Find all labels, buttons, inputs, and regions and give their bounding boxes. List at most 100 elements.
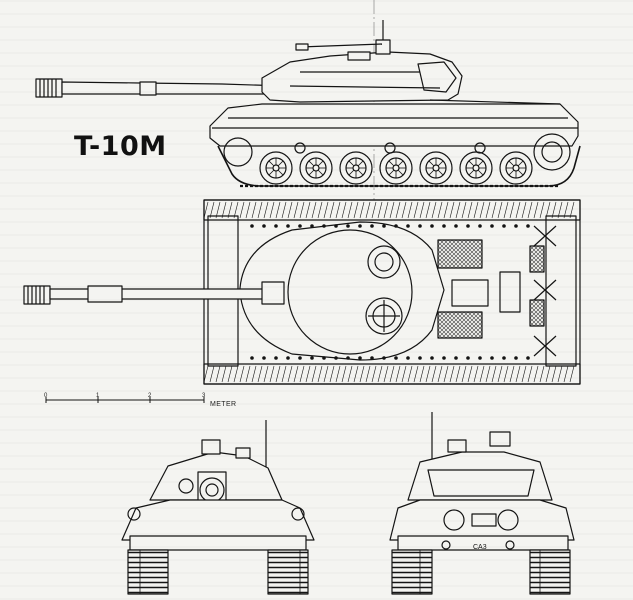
- hatch-line: [419, 201, 425, 219]
- hatch-line: [509, 201, 515, 219]
- fender-hatching: [203, 201, 575, 383]
- hatch-line: [395, 365, 401, 383]
- hatch-line: [281, 201, 287, 219]
- hatch-line: [431, 365, 437, 383]
- hatch-line: [251, 201, 257, 219]
- hatch-line: [233, 365, 239, 383]
- return-roller: [384, 142, 396, 154]
- hatch-line: [353, 201, 359, 219]
- hatch-line: [227, 365, 233, 383]
- hatch-line: [461, 365, 467, 383]
- front-view: [121, 420, 315, 595]
- hatch-line: [509, 365, 515, 383]
- rivet: [286, 224, 290, 228]
- hatch-line: [281, 365, 287, 383]
- hatch-line: [563, 365, 569, 383]
- hatch-line: [563, 201, 569, 219]
- hatch-line: [491, 365, 497, 383]
- hatch-line: [389, 365, 395, 383]
- hatch-line: [215, 201, 221, 219]
- rivet: [406, 356, 410, 360]
- hatch-line: [473, 365, 479, 383]
- hatch-line: [209, 365, 215, 383]
- commander-cupola: [367, 245, 401, 279]
- scale-unit-label: METER: [210, 401, 237, 408]
- rivet: [526, 224, 530, 228]
- road-wheel: [339, 151, 373, 185]
- hatch-line: [275, 201, 281, 219]
- return-roller: [474, 142, 486, 154]
- hatch-line: [485, 201, 491, 219]
- hatch-line: [335, 201, 341, 219]
- hatch-line: [335, 365, 341, 383]
- hatch-line: [485, 365, 491, 383]
- hatch-line: [449, 365, 455, 383]
- rivet: [490, 224, 494, 228]
- rivet: [430, 356, 434, 360]
- rivet: [466, 224, 470, 228]
- hatch-line: [551, 365, 557, 383]
- hatch-line: [377, 201, 383, 219]
- hatch-line: [263, 365, 269, 383]
- hatch-line: [203, 201, 209, 219]
- rear-hull: [389, 499, 575, 541]
- rear-plate-text: CA3: [473, 544, 487, 551]
- rivet: [478, 224, 482, 228]
- hatch-line: [299, 201, 305, 219]
- hatch-line: [221, 201, 227, 219]
- hatch-line: [365, 365, 371, 383]
- hatch-line: [221, 365, 227, 383]
- hatch-line: [497, 365, 503, 383]
- hatch-line: [473, 201, 479, 219]
- rivet: [382, 356, 386, 360]
- hatch-line: [551, 201, 557, 219]
- scale-tick-label: 0: [44, 393, 48, 399]
- hatch-line: [479, 201, 485, 219]
- rivet: [394, 224, 398, 228]
- hatch-line: [377, 365, 383, 383]
- hatch-line: [359, 365, 365, 383]
- hatch-line: [425, 365, 431, 383]
- rivet: [442, 224, 446, 228]
- hatch-line: [203, 365, 209, 383]
- side-hull: [209, 99, 579, 147]
- page-title: T-10M: [74, 131, 167, 162]
- rivet: [262, 224, 266, 228]
- rivet: [250, 224, 254, 228]
- rivet: [322, 356, 326, 360]
- hatch-line: [311, 201, 317, 219]
- hatch-line: [233, 201, 239, 219]
- hatch-line: [461, 201, 467, 219]
- hatch-line: [371, 201, 377, 219]
- rivet: [382, 224, 386, 228]
- rivet: [478, 356, 482, 360]
- hatch-line: [437, 201, 443, 219]
- hatch-line: [431, 201, 437, 219]
- side-gun-barrel: [35, 78, 286, 98]
- hatch-line: [209, 201, 215, 219]
- hatch-line: [455, 365, 461, 383]
- hatch-line: [455, 201, 461, 219]
- hatch-line: [269, 201, 275, 219]
- rear-view: CA3: [389, 412, 575, 595]
- side-road-wheels: [259, 142, 533, 185]
- hatch-line: [251, 365, 257, 383]
- hatch-line: [323, 365, 329, 383]
- hatch-line: [545, 201, 551, 219]
- hatch-line: [359, 201, 365, 219]
- scale-tick-label: 3: [202, 393, 206, 399]
- hatch-line: [353, 365, 359, 383]
- hatch-line: [407, 365, 413, 383]
- rivet: [346, 224, 350, 228]
- rivet: [286, 356, 290, 360]
- hatch-line: [299, 365, 305, 383]
- hatch-line: [467, 365, 473, 383]
- hatch-line: [341, 365, 347, 383]
- rivet: [310, 224, 314, 228]
- hatch-line: [329, 201, 335, 219]
- hatch-line: [515, 365, 521, 383]
- hatch-line: [311, 365, 317, 383]
- rivet: [274, 224, 278, 228]
- hatch-line: [239, 201, 245, 219]
